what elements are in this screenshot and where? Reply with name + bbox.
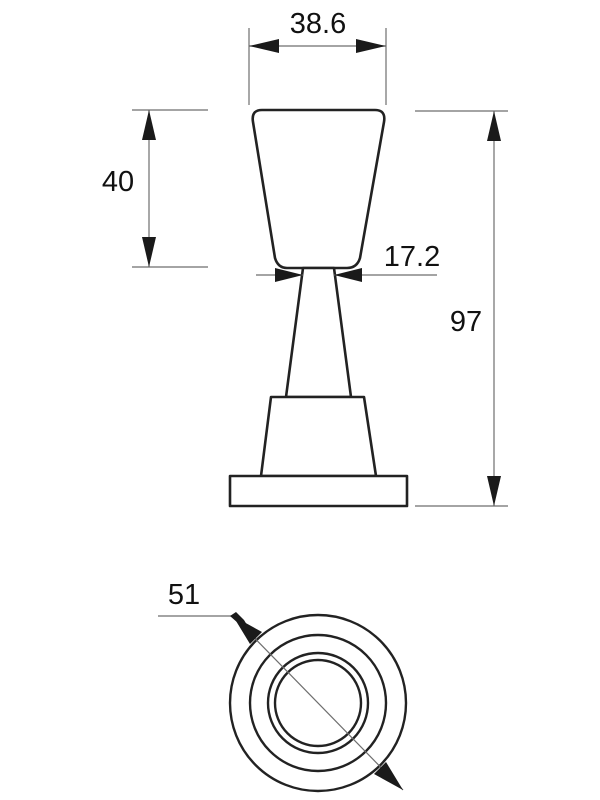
stem [284, 266, 353, 399]
dimension-top-width: 38.6 [248, 8, 387, 105]
outer-plate-circle [228, 613, 408, 793]
arrow-down-icon [487, 476, 501, 506]
inner-circle [273, 658, 363, 748]
side-elevation [228, 108, 409, 508]
arrow-up-icon [142, 110, 156, 140]
dimension-neck-width: 17.2 [256, 241, 440, 282]
arrow-icon [374, 762, 403, 790]
base-block-circle [248, 633, 388, 773]
dim-label-total-height: 97 [450, 306, 482, 338]
arrow-down-icon [142, 237, 156, 267]
dimension-total-height: 97 [415, 110, 508, 507]
knob-circle [266, 651, 370, 755]
arrow-right-icon [356, 39, 386, 53]
knob-head [251, 108, 386, 270]
dimension-knob-height: 40 [102, 109, 208, 268]
dimension-base-diameter: 51 [158, 579, 404, 791]
arrow-left-icon [334, 268, 362, 282]
dim-label-neck-width: 17.2 [384, 241, 440, 273]
arrow-left-icon [249, 39, 279, 53]
top-plan-view [228, 613, 408, 793]
arrow-up-icon [487, 111, 501, 141]
dim-label-knob-height: 40 [102, 166, 134, 198]
dim-label-base-diameter: 51 [168, 579, 200, 611]
dim-label-top-width: 38.6 [290, 8, 346, 40]
arrow-right-icon [275, 268, 303, 282]
arrow-icon [233, 616, 262, 644]
base-plate [228, 474, 409, 508]
base-block [259, 395, 378, 478]
